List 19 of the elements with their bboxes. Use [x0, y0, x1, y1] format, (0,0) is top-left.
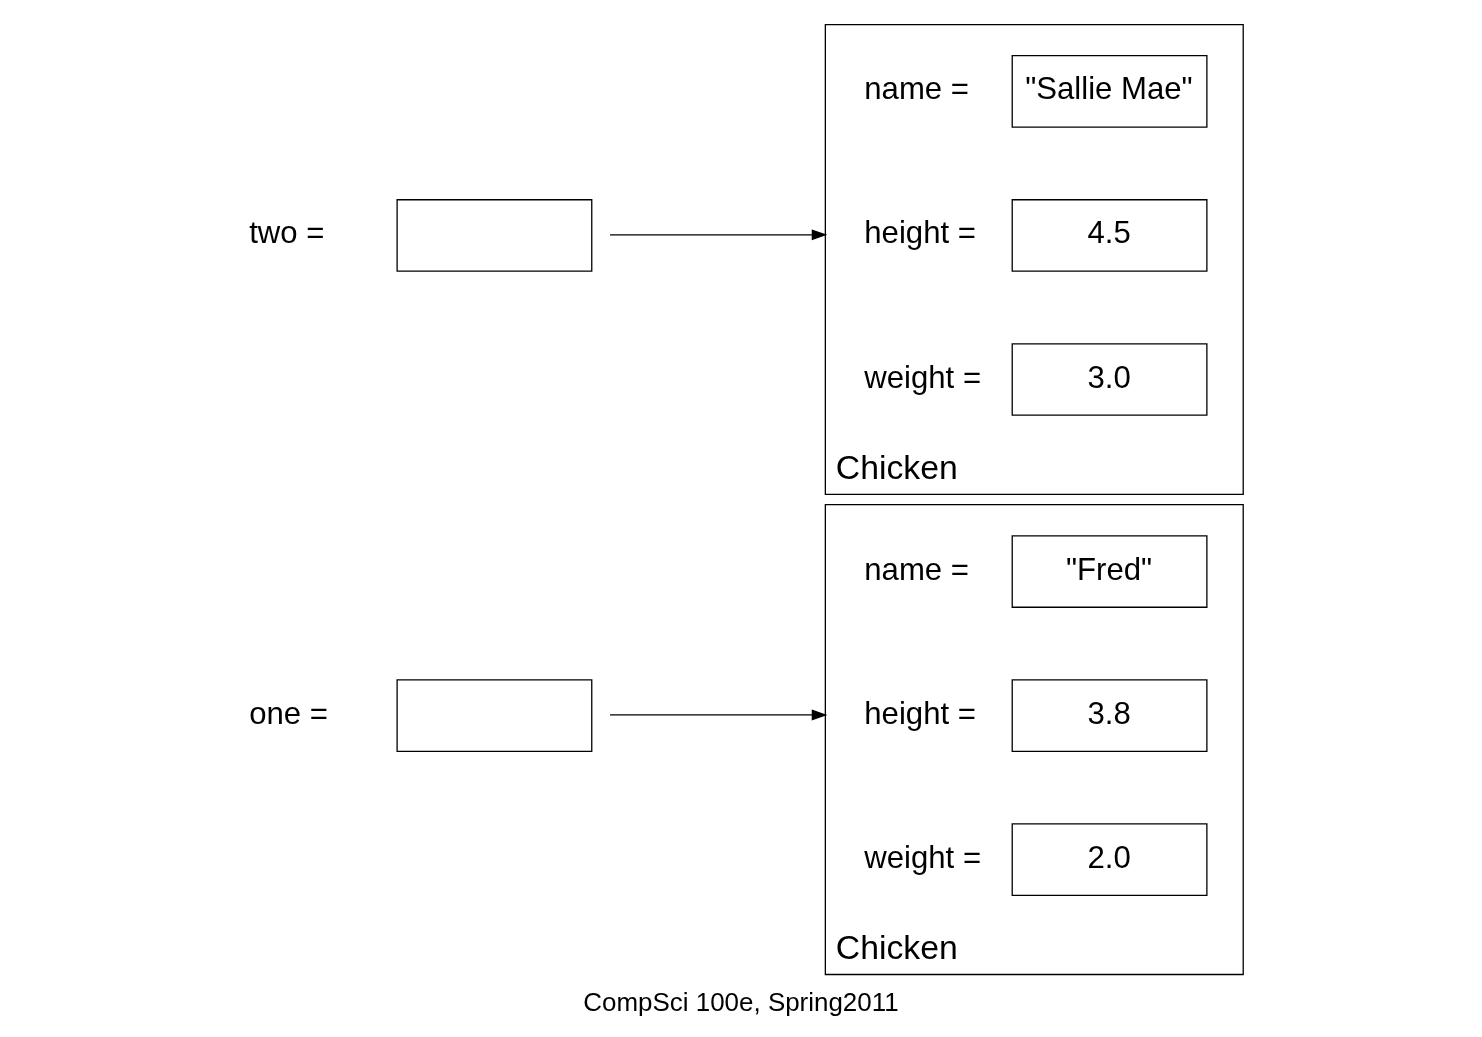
- node-box: "Sallie Mae": [1011, 54, 1208, 128]
- node-box: 2.0: [1011, 822, 1208, 896]
- node-label: name =: [864, 70, 969, 106]
- arrow: [609, 709, 828, 720]
- node-label: one =: [249, 695, 328, 731]
- node-label: two =: [249, 215, 325, 250]
- node-box: 3.8: [1011, 678, 1208, 752]
- node-label: height =: [864, 215, 976, 250]
- node-box: 3.0: [1011, 342, 1208, 416]
- node-box: "Fred": [1011, 534, 1208, 608]
- node-box: 4.5: [1011, 198, 1208, 272]
- caption: CompSci 100e, Spring2011: [583, 987, 899, 1016]
- node-label: height =: [864, 695, 976, 731]
- node-label: name =: [864, 551, 969, 587]
- node-label: weight =: [864, 839, 982, 875]
- node-box: [396, 198, 593, 272]
- arrow: [609, 228, 828, 240]
- node-label: weight =: [864, 359, 982, 395]
- node-box: [396, 678, 593, 752]
